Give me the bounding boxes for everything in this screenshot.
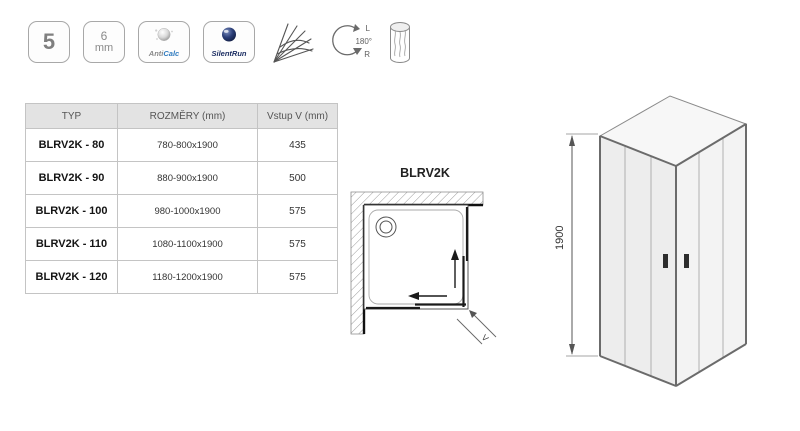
table-row: BLRV2K - 90 880-900x1900 500 [25, 161, 338, 195]
col-header-vstup: Vstup V (mm) [257, 103, 338, 129]
cell-rozmery: 1080-1100x1900 [117, 227, 258, 261]
warranty-badge: 5 [28, 21, 70, 63]
door-arrow-left [408, 292, 447, 300]
cell-typ: BLRV2K - 100 [25, 194, 118, 228]
entry-dimension: V [456, 310, 497, 345]
rotation-angle-label: 180° [355, 37, 372, 46]
anticalc-pearl-icon [153, 26, 175, 48]
feature-badges-row: 5 6 mm [28, 20, 414, 64]
silentrun-label: SilentRun [211, 49, 247, 59]
top-view-drawing: V [350, 191, 497, 345]
cell-rozmery: 980-1000x1900 [117, 194, 258, 228]
top-view-title: BLRV2K [400, 166, 450, 180]
perspective-drawing: 1900 [554, 95, 748, 387]
left-face-panels [624, 146, 652, 376]
anticalc-badge: AntiCalc [138, 21, 190, 63]
enclosure-body [598, 95, 748, 387]
height-dimension: 1900 [554, 133, 598, 357]
height-dimension-label: 1900 [554, 226, 566, 250]
right-face-panels [698, 138, 724, 372]
entry-dimension-label: V [480, 332, 491, 343]
cell-vstup: 575 [257, 194, 338, 228]
anticalc-label-calc: Calc [163, 49, 180, 59]
door-handle-left [663, 254, 668, 268]
cell-rozmery: 1180-1200x1900 [117, 260, 258, 294]
warranty-years-label: 5 [42, 29, 56, 54]
col-header-rozmery: ROZMĚRY (mm) [117, 103, 258, 129]
door-handle-right [684, 254, 689, 268]
table-row: BLRV2K - 80 780-800x1900 435 [25, 128, 338, 162]
cell-vstup: 575 [257, 227, 338, 261]
silentrun-ball-icon [218, 26, 240, 48]
cell-rozmery: 780-800x1900 [117, 128, 258, 162]
frame-edges [599, 123, 747, 387]
cell-typ: BLRV2K - 110 [25, 227, 118, 261]
col-header-typ: TYP [25, 103, 118, 129]
rotation-left-label: L [365, 24, 370, 33]
glass-thickness-badge: 6 mm [83, 21, 125, 63]
rotation-180-icon: L 180° R [327, 21, 373, 63]
anticalc-label: AntiCalc [149, 50, 179, 58]
safety-glass-icon [268, 20, 314, 64]
profile-column-icon [386, 20, 414, 64]
cell-vstup: 575 [257, 260, 338, 294]
cell-vstup: 500 [257, 161, 338, 195]
cell-typ: BLRV2K - 120 [25, 260, 118, 294]
cell-vstup: 435 [257, 128, 338, 162]
glass-thickness-value: 6 [100, 28, 108, 43]
cell-typ: BLRV2K - 90 [25, 161, 118, 195]
cell-rozmery: 880-900x1900 [117, 161, 258, 195]
table-row: BLRV2K - 100 980-1000x1900 575 [25, 194, 338, 228]
sliding-doors [366, 207, 469, 310]
silentrun-badge: SilentRun [203, 21, 255, 63]
rotation-right-label: R [364, 50, 370, 59]
drain-circle-inner [379, 220, 393, 234]
door-arrow-up [451, 249, 459, 288]
table-row: BLRV2K - 120 1180-1200x1900 575 [25, 260, 338, 294]
cell-typ: BLRV2K - 80 [25, 128, 118, 162]
table-row: BLRV2K - 110 1080-1100x1900 575 [25, 227, 338, 261]
spec-table: TYP ROZMĚRY (mm) Vstup V (mm) BLRV2K - 8… [25, 103, 338, 294]
table-header-row: TYP ROZMĚRY (mm) Vstup V (mm) [25, 103, 338, 129]
anticalc-label-anti: Anti [148, 49, 164, 59]
glass-thickness-unit: mm [94, 41, 114, 54]
